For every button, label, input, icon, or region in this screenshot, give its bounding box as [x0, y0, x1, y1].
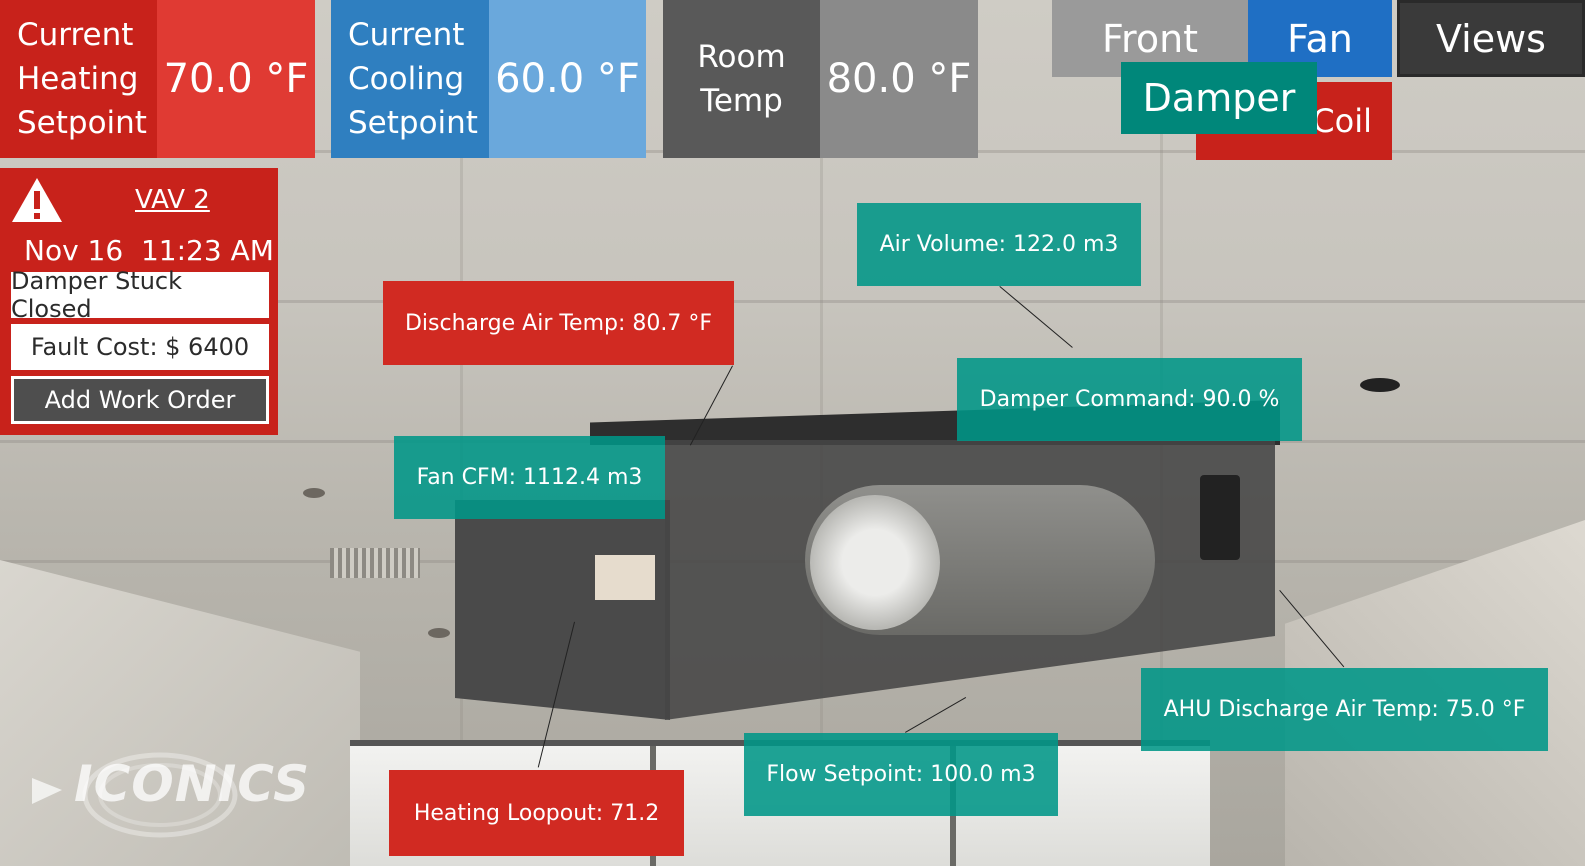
view-tab-damper[interactable]: Damper [1121, 62, 1317, 134]
heating-setpoint-label: Current Heating Setpoint [0, 0, 157, 158]
iconics-logo-mark [32, 752, 238, 838]
room-temp-value: 80.0 °F [820, 0, 978, 158]
ceiling-vent [330, 548, 420, 578]
caution-label [595, 555, 655, 600]
add-work-order-button[interactable]: Add Work Order [11, 376, 269, 424]
ceiling-light [428, 628, 450, 638]
device-link[interactable]: VAV 2 [135, 185, 210, 215]
cooling-setpoint-label: Current Cooling Setpoint [331, 0, 489, 158]
ceiling-grid-line [0, 300, 1585, 303]
ceiling-light [303, 488, 325, 498]
warning-icon [12, 178, 62, 222]
discharge-air-temp-callout: Discharge Air Temp: 80.7 °F [383, 281, 734, 365]
ceiling-light [1360, 378, 1400, 392]
views-menu-button[interactable]: Views [1397, 0, 1585, 77]
ceiling-grid-line [460, 0, 463, 866]
cooling-setpoint-value: 60.0 °F [489, 0, 646, 158]
air-volume-callout: Air Volume: 122.0 m3 [857, 203, 1141, 286]
fan-cfm-callout: Fan CFM: 1112.4 m3 [394, 436, 665, 519]
damper-command-callout: Damper Command: 90.0 % [957, 358, 1302, 441]
heating-setpoint-value: 70.0 °F [157, 0, 315, 158]
iconics-logo-text: ICONICS [74, 755, 311, 813]
heating-loopout-callout: Heating Loopout: 71.2 [389, 770, 684, 856]
ahu-discharge-air-temp-callout: AHU Discharge Air Temp: 75.0 °F [1141, 668, 1548, 751]
fan-inlet [810, 495, 940, 630]
fault-description: Damper Stuck Closed [11, 267, 269, 323]
room-temp-label: Room Temp [663, 0, 820, 158]
flow-setpoint-callout: Flow Setpoint: 100.0 m3 [744, 733, 1058, 816]
controller-module [1200, 475, 1240, 560]
alert-datetime: Nov 16 11:23 AM [24, 234, 274, 267]
fault-cost: Fault Cost: $ 6400 [11, 324, 269, 370]
